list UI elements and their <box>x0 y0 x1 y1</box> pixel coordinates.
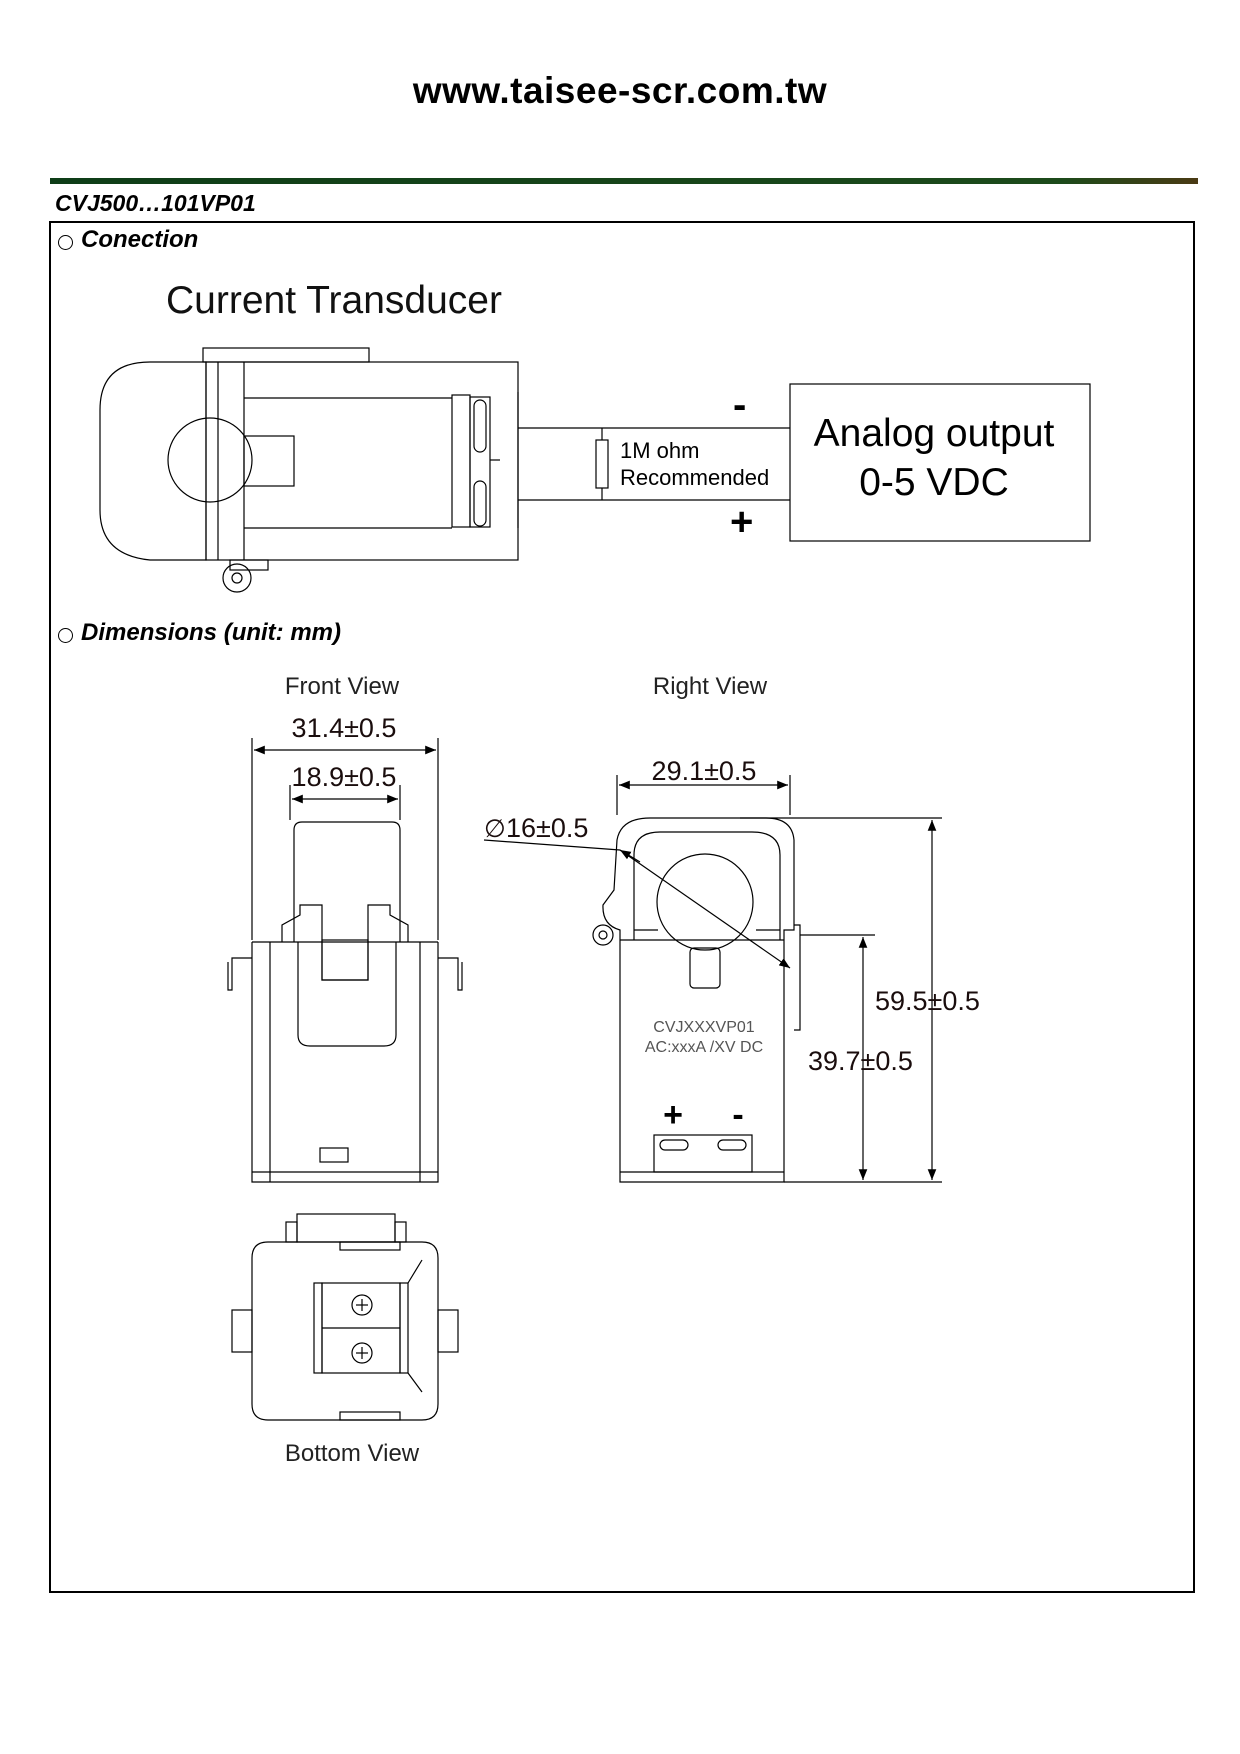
front-view-drawing <box>227 738 463 1183</box>
right-view-label: Right View <box>653 673 768 700</box>
website-url: www.taisee-scr.com.tw <box>412 70 828 111</box>
total-height-dimension: 59.5±0.5 <box>875 986 980 1016</box>
front-width-outer-dimension: 31.4±0.5 <box>292 713 397 743</box>
wiring <box>518 427 790 501</box>
content-frame <box>49 221 1195 1593</box>
product-label-model: CVJXXXVP01 <box>653 1019 754 1036</box>
resistor-note: Recommended <box>620 465 769 490</box>
diagram-title: Current Transducer <box>166 279 502 322</box>
section-dimensions-label: Dimensions (unit: mm) <box>81 619 342 646</box>
bottom-view-drawing <box>231 1213 459 1421</box>
hole-diameter-dimension: 16±0.5 <box>506 813 588 843</box>
analog-output-box <box>789 383 1091 542</box>
body-height-dimension: 39.7±0.5 <box>808 1046 913 1076</box>
section-connection-label: Conection <box>81 226 199 253</box>
front-view-label: Front View <box>285 673 400 700</box>
resistor-value: 1M ohm <box>620 438 699 463</box>
minus-terminal-mark: - <box>732 1096 743 1134</box>
plus-terminal-label: + <box>730 500 753 544</box>
resistor-symbol <box>595 439 609 489</box>
header-rule <box>50 178 1198 184</box>
plus-terminal-mark: + <box>663 1096 683 1134</box>
model-number: CVJ500…101VP01 <box>55 190 256 216</box>
circle-bullet-icon <box>58 235 73 250</box>
analog-output-range: 0-5 VDC <box>859 461 1009 504</box>
bottom-view-label: Bottom View <box>285 1440 420 1467</box>
analog-output-label: Analog output <box>814 412 1055 455</box>
diameter-icon: ∅ <box>484 815 506 843</box>
minus-terminal-label: - <box>733 383 746 427</box>
section-dimensions: Dimensions (unit: mm) <box>58 619 341 647</box>
right-view-drawing <box>483 775 942 1183</box>
transducer-side-drawing <box>99 347 519 593</box>
product-label-rating: AC:xxxA /XV DC <box>645 1039 763 1056</box>
circle-bullet-icon <box>58 628 73 643</box>
front-width-inner-dimension: 18.9±0.5 <box>292 762 397 792</box>
right-width-dimension: 29.1±0.5 <box>652 756 757 786</box>
section-connection: Conection <box>58 226 198 254</box>
